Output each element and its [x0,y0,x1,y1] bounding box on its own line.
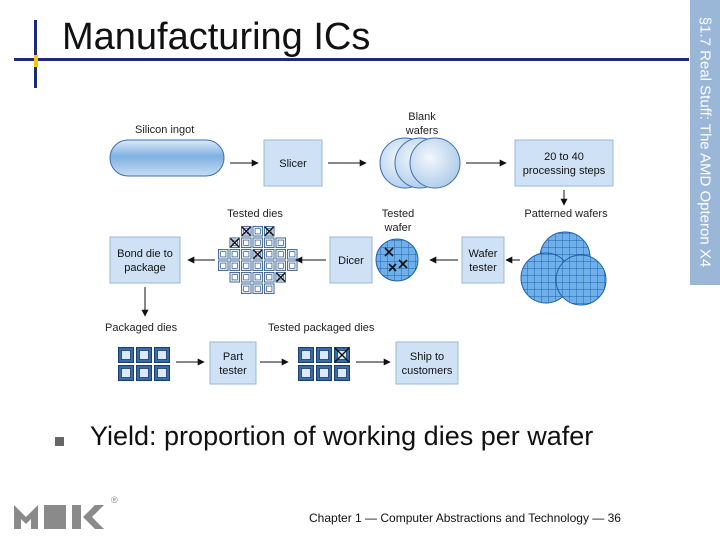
die [241,283,252,294]
tested-dies-grid [218,226,298,294]
defect-mark [241,226,251,236]
section-tab-label: §1.7 Real Stuff: The AMD Opteron X4 [696,16,714,268]
bond-die-box [109,236,181,284]
label-packaged-dies: Packaged dies [105,322,178,334]
die [287,260,298,271]
label-blank-wafers-line2: wafers [405,125,439,137]
die [275,260,286,271]
slide-title: Manufacturing ICs [62,16,371,58]
label-tested-wafer-line2: wafer [384,222,412,234]
ship-box [395,341,459,385]
packaged-dies-grid [118,347,170,381]
die [252,272,263,283]
dicer-label: Dicer [338,255,364,267]
ship-label-line1: Ship to [410,351,444,363]
part-tester-label-line1: Part [223,351,243,363]
die [241,249,252,260]
bullet-yield: Yield: proportion of working dies per wa… [90,421,594,451]
packaged-die [154,365,170,381]
die [218,260,229,271]
packaged-die [136,347,152,363]
processing-steps-box [514,139,614,187]
blank-wafers [379,137,461,189]
defect-mark [230,238,240,248]
processing-label-line1: 20 to 40 [544,151,584,163]
patterned-wafers [520,231,607,306]
die [252,260,263,271]
packaged-die [154,347,170,363]
die [264,249,275,260]
label-patterned-wafers: Patterned wafers [524,208,608,220]
label-tested-packaged-dies: Tested packaged dies [268,322,375,334]
packaged-die [334,365,350,381]
packaged-die [298,347,314,363]
defect-mark [276,272,286,282]
logo-m-shape [14,505,38,529]
wafer-tester-label-line1: Wafer [469,248,498,260]
defect-mark [264,226,274,236]
logo-block-shape [44,505,66,529]
bond-label-line1: Bond die to [117,248,173,260]
die [287,249,298,260]
title-accent-vertical [34,20,37,88]
wafer-tester-box [461,236,505,284]
part-tester-box [209,341,257,385]
packaged-die [136,365,152,381]
wafer-tester-label-line2: tester [469,262,497,274]
die [241,272,252,283]
label-tested-wafer-line1: Tested [382,208,414,220]
die [264,272,275,283]
ship-label-line2: customers [402,365,453,377]
slicer-label: Slicer [279,158,307,170]
packaged-die [316,347,332,363]
tested-packaged-dies-grid [298,347,350,381]
logo-registered-mark: ® [111,495,118,505]
slicer-box [263,139,323,187]
die [252,226,263,237]
label-tested-dies: Tested dies [227,208,283,220]
die [264,237,275,248]
die [241,237,252,248]
die [275,249,286,260]
logo-k-shape [83,505,104,529]
bond-label-line2: package [124,262,166,274]
bullet-marker [55,437,64,446]
label-silicon-ingot: Silicon ingot [135,124,194,136]
silicon-ingot [109,139,225,177]
defect-mark [253,249,263,259]
die [229,249,240,260]
dicer-box [329,236,373,284]
die [264,283,275,294]
die [264,260,275,271]
die [241,260,252,271]
packaged-die [316,365,332,381]
die [252,283,263,294]
title-accent-marker [34,55,38,67]
part-tester-label-line2: tester [219,365,247,377]
die [252,237,263,248]
ic-manufacturing-diagram: Silicon ingot Slicer Blank wafers 20 to … [105,111,614,385]
packaged-die [118,365,134,381]
die [218,249,229,260]
tested-wafer [375,238,419,282]
defect-mark [334,347,350,363]
packaged-die [298,365,314,381]
die [229,260,240,271]
die [275,237,286,248]
die [229,272,240,283]
slide-footer: Chapter 1 — Computer Abstractions and Te… [309,511,621,525]
processing-label-line2: processing steps [523,165,606,177]
section-tab [690,0,720,285]
logo-bar-shape [72,505,81,529]
label-blank-wafers-line1: Blank [408,111,436,123]
publisher-logo: ® [14,495,118,529]
packaged-die [118,347,134,363]
title-accent-horizontal [14,58,689,61]
